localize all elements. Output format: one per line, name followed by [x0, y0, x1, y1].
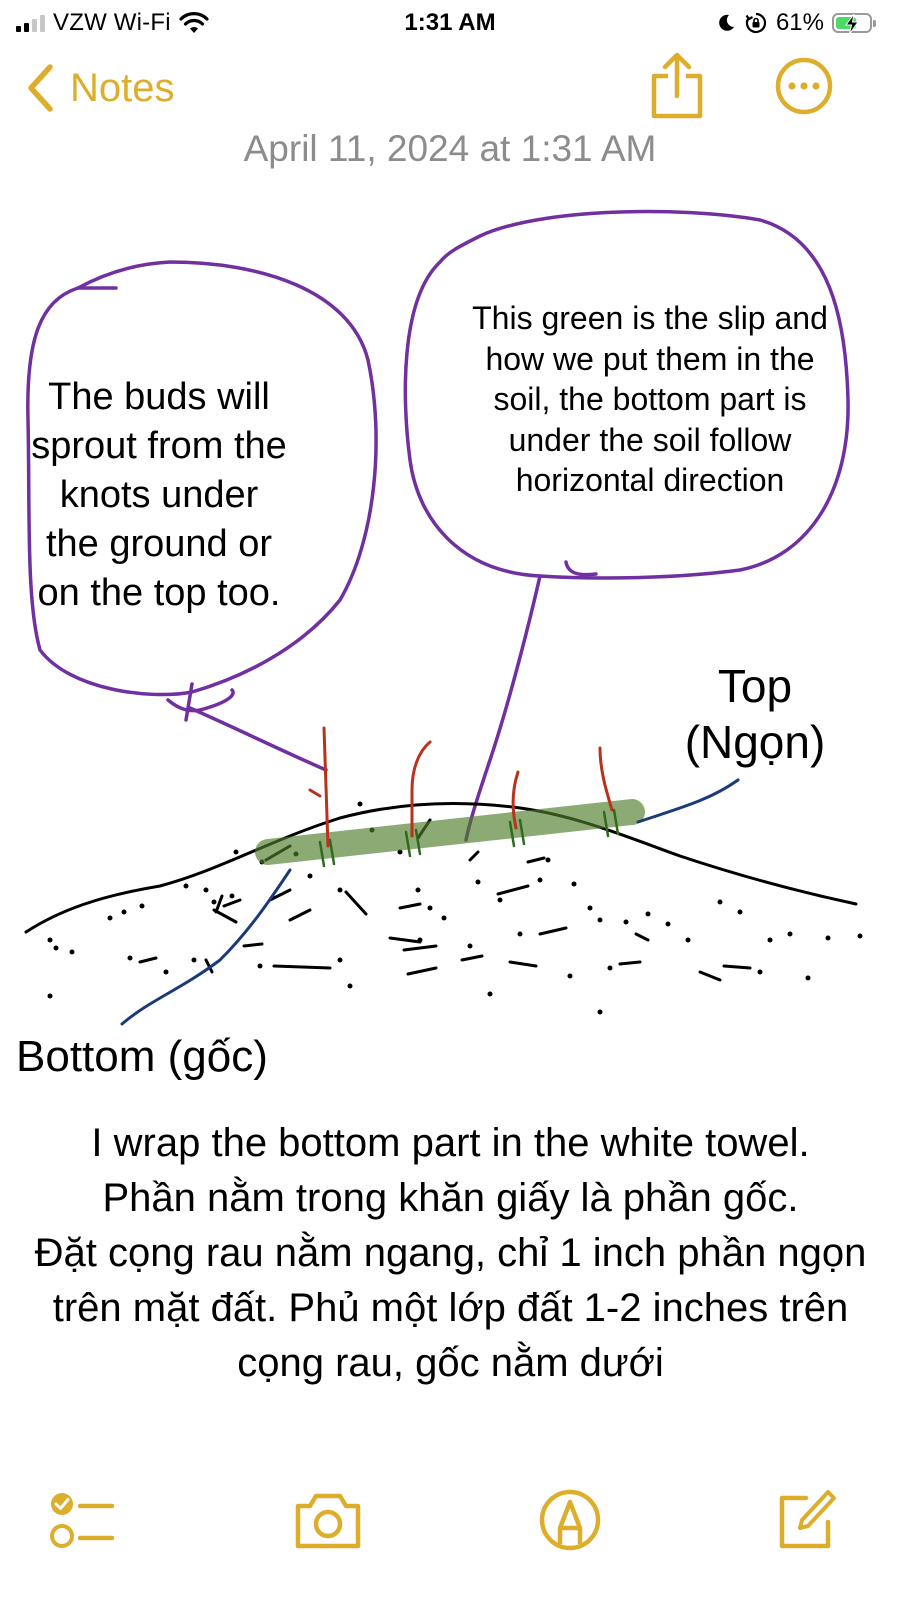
battery-percent: 61% — [775, 9, 824, 36]
orientation-lock-icon — [745, 12, 767, 34]
wifi-icon — [179, 12, 209, 33]
slip-knots — [318, 808, 620, 868]
status-time: 1:31 AM — [404, 9, 496, 36]
label-top: Top (Ngọn) — [684, 660, 826, 768]
markup-pen-icon[interactable] — [538, 1488, 602, 1552]
signal-icon — [16, 14, 45, 32]
back-label: Notes — [70, 65, 175, 110]
speech-bubble-left — [26, 260, 378, 697]
bottom-toolbar — [0, 1480, 900, 1580]
battery-icon — [832, 13, 876, 35]
share-icon[interactable] — [648, 52, 706, 120]
note-body-line: Đặt cọng rau nằm ngang, chỉ 1 inch phần … — [34, 1231, 867, 1385]
pointer-bottom — [120, 868, 292, 1026]
back-button[interactable]: Notes — [26, 58, 175, 118]
charging-bolt-icon — [845, 13, 859, 35]
bubble-left-tail — [166, 682, 328, 772]
note-date: April 11, 2024 at 1:31 AM — [243, 128, 657, 169]
speech-bubble-right — [403, 209, 850, 580]
note-body-line: I wrap the bottom part in the white towe… — [91, 1121, 810, 1165]
sprouts — [308, 726, 614, 848]
checklist-icon[interactable] — [46, 1488, 116, 1558]
soil-outline — [24, 801, 858, 934]
status-left: VZW Wi-Fi — [16, 6, 209, 40]
status-right: 61% — [716, 6, 876, 40]
bubble-left-text: The buds will sprout from the knots unde… — [31, 376, 287, 614]
bubble-right-text: This green is the slip and how we put th… — [472, 300, 828, 498]
moon-icon — [719, 14, 734, 31]
compose-icon[interactable] — [776, 1488, 838, 1552]
sketch-drawing — [24, 209, 863, 1026]
nav-bar: Notes — [0, 50, 900, 130]
status-bar: VZW Wi-Fi 1:31 AM 61% — [0, 0, 900, 46]
green-slip — [255, 799, 645, 865]
camera-icon[interactable] — [292, 1488, 364, 1552]
chevron-left-icon — [28, 64, 53, 112]
carrier-label: VZW Wi-Fi — [53, 9, 171, 36]
pointer-top — [636, 778, 740, 824]
note-body[interactable]: I wrap the bottom part in the white towe… — [8, 1116, 893, 1391]
soil-texture — [47, 801, 863, 1015]
more-icon[interactable] — [774, 56, 834, 116]
note-body-line: Phần nằm trong khăn giấy là phần gốc. — [102, 1176, 799, 1220]
bubble-right-tail — [464, 560, 598, 842]
label-bottom: Bottom (gốc) — [16, 1032, 268, 1081]
